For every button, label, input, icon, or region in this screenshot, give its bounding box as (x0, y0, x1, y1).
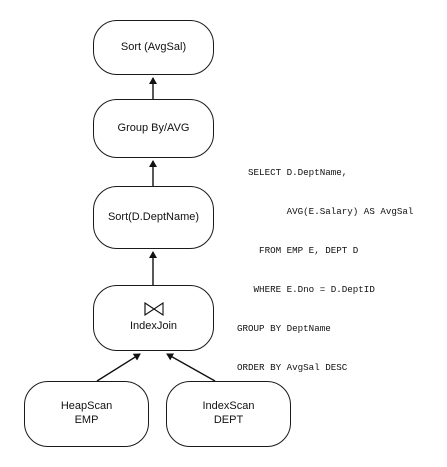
node-heap-scan: HeapScan EMP (24, 381, 149, 447)
node-group-by: Group By/AVG (93, 99, 214, 158)
node-label: IndexJoin (129, 320, 178, 333)
sql-line: WHERE E.Dno = D.DeptID (237, 284, 375, 295)
node-label-line2: DEPT (213, 414, 244, 426)
sql-line: FROM EMP E, DEPT D (237, 245, 359, 256)
sql-query: SELECT D.DeptName, AVG(E.Salary) AS AvgS… (237, 140, 413, 387)
node-label: Sort(D.DeptName) (107, 210, 200, 223)
node-sort-deptname: Sort(D.DeptName) (93, 186, 214, 249)
node-label: Sort (AvgSal) (120, 40, 187, 53)
bowtie-join-icon (143, 302, 164, 317)
node-label-line2: EMP (74, 414, 99, 426)
node-label-line1: HeapScan (60, 400, 113, 413)
edge-indexscan-to-indexjoin (166, 353, 216, 382)
sql-line: AVG(E.Salary) AS AvgSal (237, 206, 414, 217)
sql-line: GROUP BY DeptName (237, 323, 331, 334)
edge-heapscan-to-indexjoin (96, 353, 141, 382)
node-index-scan: IndexScan DEPT (166, 381, 291, 447)
node-label-line1: IndexScan (202, 400, 255, 413)
sql-line: ORDER BY AvgSal DESC (237, 362, 348, 373)
node-index-join: IndexJoin (93, 285, 214, 351)
sql-line: SELECT D.DeptName, (237, 167, 348, 178)
node-sort-avgsal: Sort (AvgSal) (93, 20, 214, 75)
node-label: Group By/AVG (117, 121, 190, 134)
